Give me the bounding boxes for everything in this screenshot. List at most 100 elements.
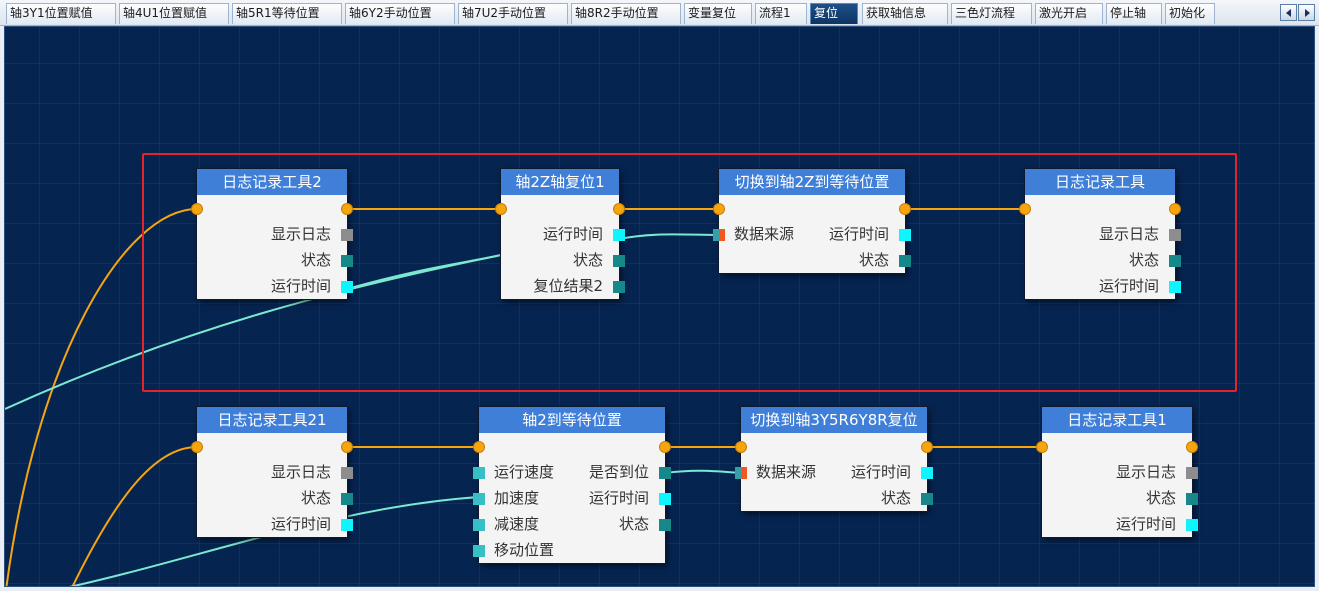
output-port[interactable] — [659, 493, 671, 505]
tab-axis8r2-manual-position[interactable]: 轴8R2手动位置 — [571, 3, 681, 24]
output-port[interactable] — [341, 229, 353, 241]
tab-get-axis-info[interactable]: 获取轴信息 — [862, 3, 948, 24]
node-title: 切换到轴2Z到等待位置 — [719, 169, 905, 195]
connection-wires — [5, 208, 1042, 586]
node-title: 日志记录工具2 — [197, 169, 347, 195]
output-label: 运行时间 — [1115, 515, 1176, 533]
exec-out-port[interactable] — [659, 441, 671, 453]
node-log-tool[interactable]: 日志记录工具 显示日志 状态 运行时间 — [1019, 169, 1181, 299]
input-label: 数据来源 — [756, 463, 817, 481]
tab-variable-reset[interactable]: 变量复位 — [684, 3, 752, 24]
output-port[interactable] — [1186, 493, 1198, 505]
output-port[interactable] — [613, 281, 625, 293]
input-port[interactable] — [473, 519, 485, 531]
input-port[interactable] — [735, 467, 747, 479]
tab-stop-axis[interactable]: 停止轴 — [1106, 3, 1162, 24]
exec-in-port[interactable] — [735, 441, 747, 453]
exec-out-port[interactable] — [341, 203, 353, 215]
tab-flow1[interactable]: 流程1 — [755, 3, 807, 24]
tab-scroll-right-button[interactable] — [1298, 4, 1315, 21]
output-label: 状态 — [618, 515, 649, 533]
tab-scroll-left-button[interactable] — [1280, 4, 1297, 21]
output-port[interactable] — [921, 467, 933, 479]
exec-in-port[interactable] — [1019, 203, 1031, 215]
tab-axis4u1-position[interactable]: 轴4U1位置赋值 — [119, 3, 229, 24]
tab-bar: 轴3Y1位置赋值 轴4U1位置赋值 轴5R1等待位置 轴6Y2手动位置 轴7U2… — [0, 0, 1319, 26]
exec-out-port[interactable] — [1186, 441, 1198, 453]
output-port[interactable] — [613, 229, 625, 241]
output-port[interactable] — [921, 493, 933, 505]
flow-canvas[interactable]: 日志记录工具2 显示日志 状态 运行时间 轴2Z轴复位1 运行时间 状态 复位结… — [4, 26, 1315, 587]
output-label: 运行时间 — [542, 225, 603, 243]
tab-axis6y2-manual-position[interactable]: 轴6Y2手动位置 — [345, 3, 455, 24]
node-log-tool-2[interactable]: 日志记录工具2 显示日志 状态 运行时间 — [191, 169, 353, 299]
input-port[interactable] — [473, 545, 485, 557]
input-label: 加速度 — [494, 489, 540, 507]
output-port[interactable] — [341, 519, 353, 531]
input-port[interactable] — [473, 467, 485, 479]
node-log-tool-21[interactable]: 日志记录工具21 显示日志 状态 运行时间 — [191, 407, 353, 537]
output-label: 运行时间 — [1098, 277, 1159, 295]
tab-laser-on[interactable]: 激光开启 — [1035, 3, 1103, 24]
exec-wire — [5, 208, 198, 586]
exec-in-port[interactable] — [191, 203, 203, 215]
output-label: 显示日志 — [1115, 463, 1176, 481]
output-port[interactable] — [1186, 519, 1198, 531]
output-port[interactable] — [1169, 255, 1181, 267]
tab-axis3y1-position[interactable]: 轴3Y1位置赋值 — [6, 3, 116, 24]
input-label: 减速度 — [494, 515, 540, 533]
node-title: 日志记录工具21 — [197, 407, 347, 433]
node-switch-axis2z-wait[interactable]: 切换到轴2Z到等待位置 数据来源 运行时间 状态 — [713, 169, 911, 273]
output-port[interactable] — [341, 255, 353, 267]
output-port[interactable] — [1186, 467, 1198, 479]
exec-out-port[interactable] — [1169, 203, 1181, 215]
data-wire — [5, 254, 502, 410]
output-label: 复位结果2 — [533, 277, 603, 295]
input-label: 移动位置 — [494, 541, 555, 559]
node-axis2z-reset[interactable]: 轴2Z轴复位1 运行时间 状态 复位结果2 — [495, 169, 625, 299]
tab-tricolor-light-flow[interactable]: 三色灯流程 — [951, 3, 1032, 24]
exec-wire — [71, 446, 198, 586]
node-switch-axis3y5r6y8r-reset[interactable]: 切换到轴3Y5R6Y8R复位 数据来源 运行时间 状态 — [735, 407, 933, 511]
tab-axis7u2-manual-position[interactable]: 轴7U2手动位置 — [458, 3, 568, 24]
data-wire — [618, 233, 720, 240]
output-port[interactable] — [341, 493, 353, 505]
exec-in-port[interactable] — [1036, 441, 1048, 453]
output-port[interactable] — [341, 467, 353, 479]
output-label: 状态 — [300, 489, 331, 507]
exec-out-port[interactable] — [899, 203, 911, 215]
output-label: 运行时间 — [850, 463, 911, 481]
tab-initialize[interactable]: 初始化 — [1165, 3, 1215, 24]
triangle-left-icon — [1286, 9, 1291, 17]
tab-axis5r1-wait-position[interactable]: 轴5R1等待位置 — [232, 3, 342, 24]
output-port[interactable] — [899, 229, 911, 241]
data-wire — [664, 469, 742, 474]
output-port[interactable] — [659, 519, 671, 531]
node-title: 日志记录工具 — [1025, 169, 1175, 195]
node-title: 日志记录工具1 — [1042, 407, 1192, 433]
output-port[interactable] — [1169, 281, 1181, 293]
input-port[interactable] — [473, 493, 485, 505]
output-port[interactable] — [659, 467, 671, 479]
output-label: 状态 — [1128, 251, 1159, 269]
output-label: 运行时间 — [588, 489, 649, 507]
output-label: 状态 — [858, 251, 889, 269]
exec-in-port[interactable] — [473, 441, 485, 453]
exec-out-port[interactable] — [341, 441, 353, 453]
exec-in-port[interactable] — [713, 203, 725, 215]
input-label: 数据来源 — [734, 225, 795, 243]
exec-out-port[interactable] — [613, 203, 625, 215]
tab-reset[interactable]: 复位 — [810, 3, 858, 24]
exec-out-port[interactable] — [921, 441, 933, 453]
output-port[interactable] — [613, 255, 625, 267]
output-label: 显示日志 — [270, 463, 331, 481]
output-port[interactable] — [1169, 229, 1181, 241]
input-label: 运行速度 — [494, 463, 555, 481]
exec-in-port[interactable] — [191, 441, 203, 453]
node-log-tool-1[interactable]: 日志记录工具1 显示日志 状态 运行时间 — [1036, 407, 1198, 537]
exec-in-port[interactable] — [495, 203, 507, 215]
output-port[interactable] — [899, 255, 911, 267]
node-axis2-to-wait-position[interactable]: 轴2到等待位置 运行速度 加速度 减速度 移动位置 是否到位 运行时间 状态 — [473, 407, 671, 563]
output-port[interactable] — [341, 281, 353, 293]
input-port[interactable] — [713, 229, 725, 241]
